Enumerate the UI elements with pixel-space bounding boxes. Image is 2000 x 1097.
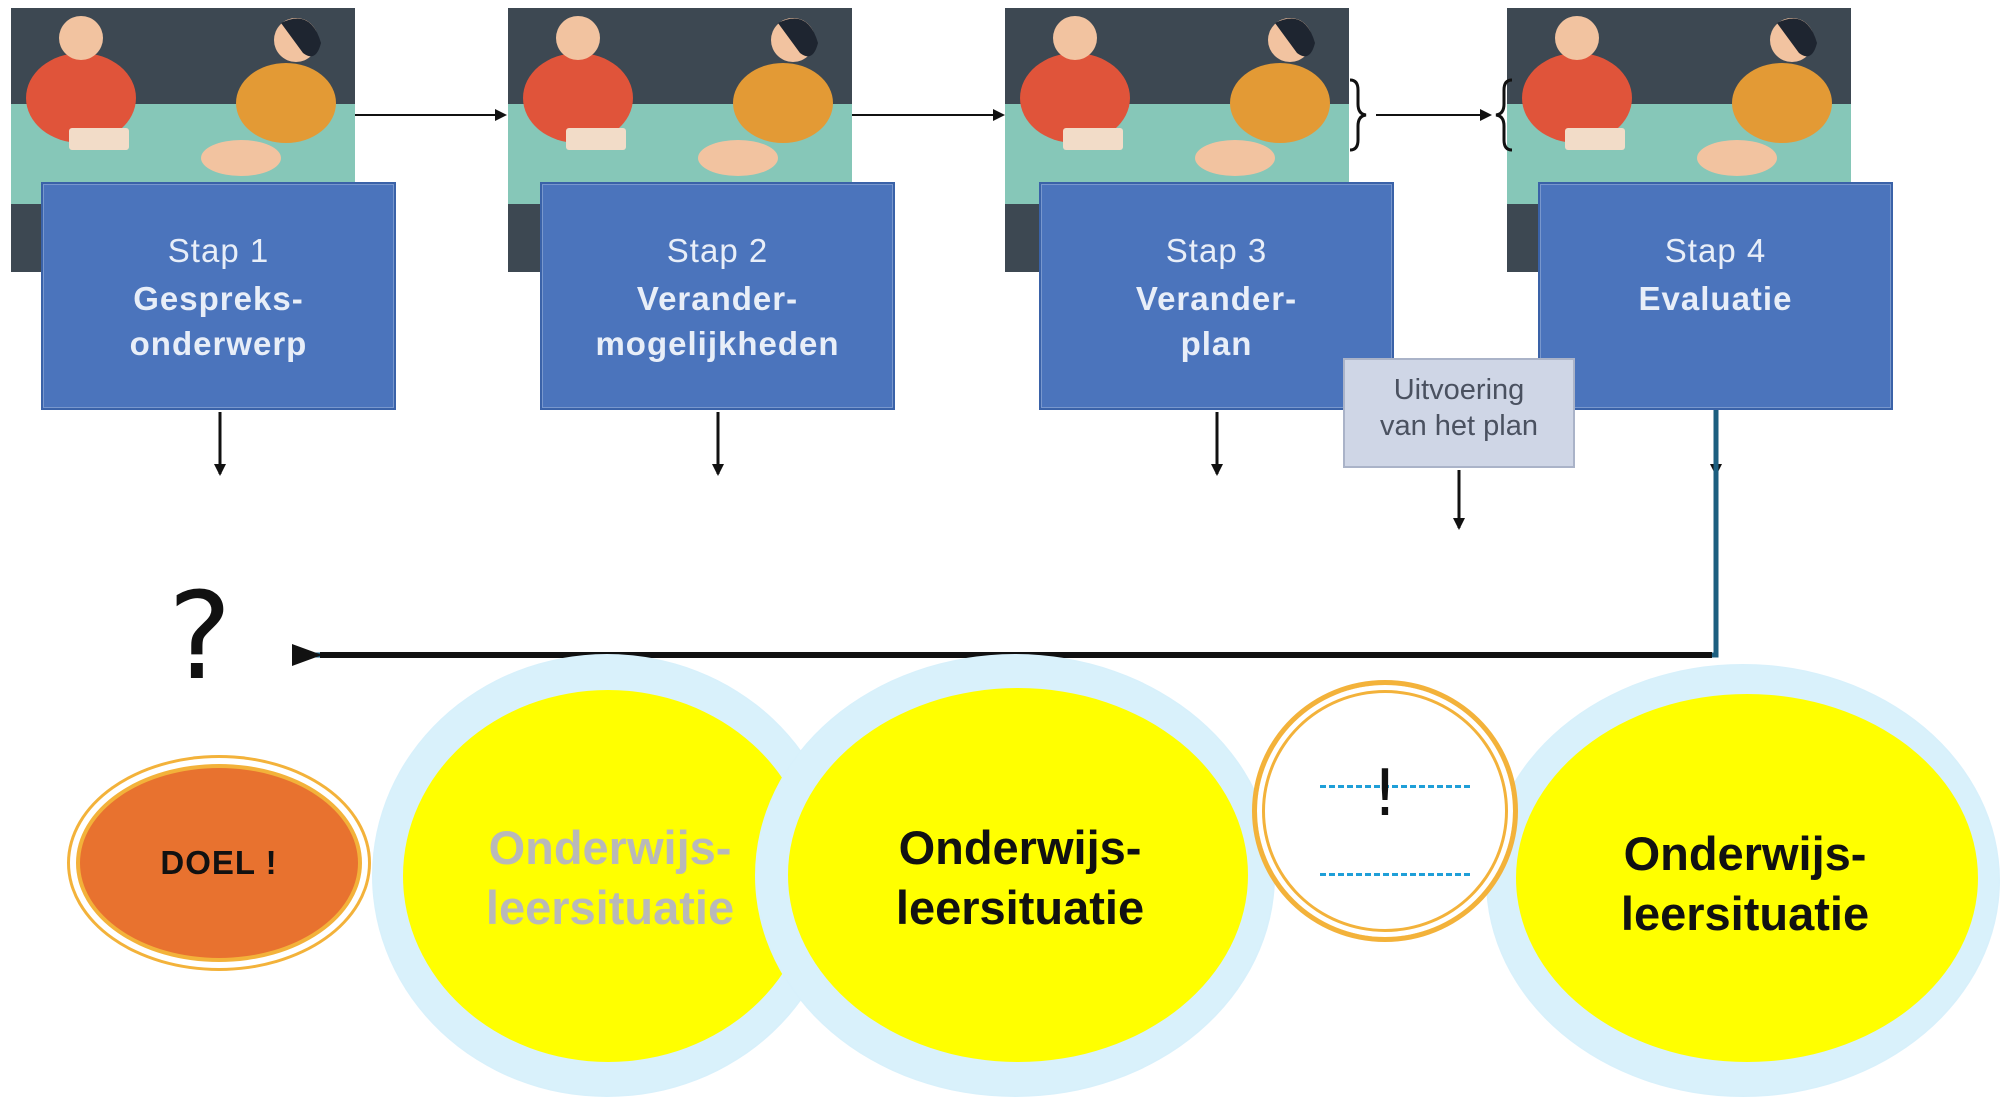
dashed-line-top [1320,785,1470,788]
step-4-title: Evaluatie [1638,280,1793,317]
step-4-number: Stap 4 [1664,232,1767,269]
dashed-line-bottom [1320,873,1470,876]
step-1-box: Stap 1 Gespreks- onderwerp [41,182,396,410]
situation-label-2: Onderwijs- leersituatie [895,821,1145,934]
step-1-title: Gespreks- onderwerp [129,280,308,362]
step-2-box: Stap 2 Verander- mogelijkheden [540,182,895,410]
brace-left [1349,78,1367,152]
exclamation-circle: ! [1252,680,1518,942]
step-1-number: Stap 1 [167,232,270,269]
question-mark: ? [168,568,232,707]
step-2-title: Verander- mogelijkheden [595,280,840,362]
brace-right [1495,78,1513,152]
goal-circle: DOEL ! [76,764,362,962]
situation-circle-1 [403,690,813,1062]
step-4-box: Stap 4 Evaluatie [1538,182,1893,410]
execution-plan-box: Uitvoering van het plan [1343,358,1575,468]
step-3-title: Verander- plan [1135,280,1298,362]
situation-circle-2 [788,688,1248,1062]
feedback-line [315,410,1719,658]
step-3-number: Stap 3 [1165,232,1268,269]
situation-circle-3 [1516,694,1978,1062]
step-2-number: Stap 2 [666,232,769,269]
situation-label-1: Onderwijs- leersituatie [485,821,735,934]
exclamation-mark: ! [1372,757,1398,831]
goal-label: DOEL ! [160,844,278,881]
situation-label-3: Onderwijs- leersituatie [1620,827,1870,940]
step-3-box: Stap 3 Verander- plan [1039,182,1394,410]
